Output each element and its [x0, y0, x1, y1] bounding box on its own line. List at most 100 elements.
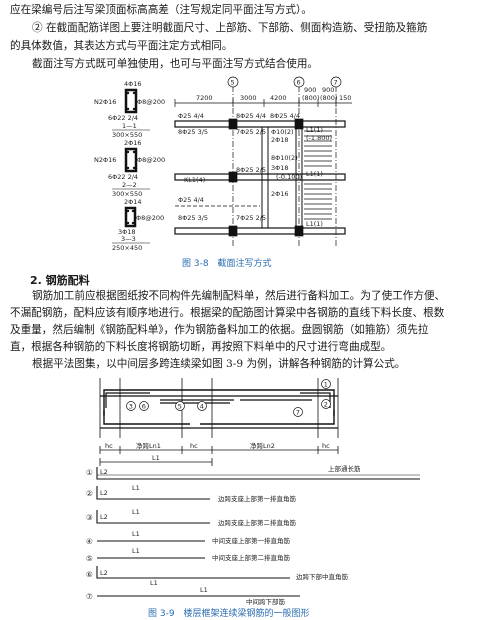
section-name: 2—2 — [122, 181, 137, 189]
svg-text:L1: L1 — [152, 454, 160, 462]
section-size: 300×550 — [112, 190, 142, 198]
svg-text:Φ25 4/4: Φ25 4/4 — [178, 112, 204, 120]
svg-text:(-1.800): (-1.800) — [306, 134, 332, 142]
rebar-number: ① — [86, 468, 93, 477]
section-side-bar: N2Φ16 — [94, 156, 116, 164]
svg-text:hc: hc — [190, 442, 198, 450]
section-bottom-bar: 6Φ22 2/4 — [108, 173, 138, 181]
svg-text:2Φ16: 2Φ16 — [271, 190, 289, 198]
svg-text:hc: hc — [105, 442, 113, 450]
section-stirrup: Φ8@200 — [137, 156, 165, 164]
svg-text:L2: L2 — [100, 513, 108, 521]
svg-text:8Φ25 2/5: 8Φ25 2/5 — [236, 166, 266, 174]
paragraph: 不漏配钢筋，配料应该有顺序地进行。根据梁的配筋图计算梁中各钢筋的直线下料长度、根… — [10, 307, 445, 319]
paragraph: 截面注写方式既可单独使用，也可与平面注写方式结合使用。 — [32, 58, 319, 70]
beam-elevation — [99, 378, 339, 466]
svg-text:②: ② — [86, 489, 93, 498]
svg-text:900: 900 — [322, 86, 334, 94]
svg-text:L1: L1 — [150, 579, 158, 587]
rebar-note: 边跨下部中直角筋 — [296, 572, 349, 581]
section-name: 1—1 — [122, 122, 137, 130]
svg-text:6: 6 — [297, 79, 301, 87]
plan-dimensions: 7200 3000 4200 900 900 (800) (800) 150 — [196, 86, 351, 102]
svg-text:900: 900 — [304, 86, 316, 94]
beam-plan — [174, 86, 352, 246]
svg-text:2: 2 — [324, 401, 328, 409]
svg-text:7: 7 — [334, 79, 338, 87]
svg-text:7Φ25 2/5: 7Φ25 2/5 — [236, 214, 266, 222]
rebar-note: 边跨支座上部第二排直角筋 — [218, 518, 297, 527]
svg-text:8Φ25 3/5: 8Φ25 3/5 — [178, 214, 208, 222]
svg-text:6: 6 — [142, 403, 146, 411]
svg-text:⑥: ⑥ — [86, 570, 93, 579]
svg-text:8Φ25 4/4: 8Φ25 4/4 — [236, 112, 266, 120]
rebar-bubbles: 1 2 3 4 5 6 7 — [126, 379, 331, 417]
section-heading: 2. 钢筋配料 — [30, 274, 90, 287]
section-side-bar: N2Φ16 — [94, 98, 116, 106]
svg-text:L1: L1 — [132, 484, 140, 492]
section-3-3: 2Φ14 Φ8@200 3Φ18 3—3 250×450 — [112, 198, 164, 252]
section-name: 3—3 — [121, 235, 136, 243]
svg-text:L2: L2 — [100, 489, 108, 497]
rebar-note: 上部通长筋 — [328, 464, 361, 473]
paragraph: 应在梁编号后注写梁顶面标高高差（注写规定同平面注写方式）。 — [10, 4, 312, 16]
section-1-1: 4Φ16 N2Φ16 Φ8@200 6Φ22 2/4 1—1 300×550 — [94, 80, 165, 139]
svg-text:3: 3 — [129, 403, 133, 411]
svg-text:4200: 4200 — [270, 94, 287, 102]
svg-text:净跨Ln2: 净跨Ln2 — [250, 441, 275, 450]
section-bottom-bar: 6Φ22 2/4 — [108, 114, 138, 122]
svg-text:Φ10(2): Φ10(2) — [271, 128, 294, 136]
svg-text:(800): (800) — [320, 94, 337, 102]
rebar-note: 中间支座上部第一排直角筋 — [212, 536, 291, 545]
svg-text:8Φ25 4/4: 8Φ25 4/4 — [270, 112, 300, 120]
svg-text:3000: 3000 — [240, 94, 257, 102]
svg-text:8Φ25 3/5: 8Φ25 3/5 — [178, 128, 208, 136]
dimension-labels: hc 净跨Ln1 hc 净跨Ln2 hc L1 — [105, 441, 330, 462]
svg-text:(800): (800) — [302, 94, 319, 102]
svg-text:L2: L2 — [100, 468, 108, 476]
svg-text:(-0.100): (-0.100) — [276, 173, 302, 181]
svg-text:150: 150 — [339, 94, 351, 102]
axis-bubbles: 5 6 7 — [227, 76, 342, 88]
svg-text:hc: hc — [322, 442, 330, 450]
section-stirrup: Φ8@200 — [137, 98, 165, 106]
svg-text:1: 1 — [324, 381, 328, 389]
svg-text:L2: L2 — [100, 569, 108, 577]
svg-text:⑦: ⑦ — [86, 592, 93, 601]
svg-text:2Φ18: 2Φ18 — [271, 136, 289, 144]
section-top-bar: 2Φ14 — [124, 198, 142, 206]
paragraph: 钢筋加工前应根据图纸按不同构件先编制配料单，然后进行备料加工。为了使工作方便、 — [32, 290, 446, 302]
rebar-items: ① L2 上部通长筋 ② L2 L1 边跨支座上部第一排直角筋 ③ L2 L1 … — [86, 464, 361, 606]
svg-text:5: 5 — [178, 403, 182, 411]
paragraph: 直，根据各种钢筋的下料长度将钢筋切断，再按照下料单中的尺寸进行弯曲成型。 — [10, 341, 392, 353]
svg-text:⑤: ⑤ — [86, 554, 93, 563]
section-top-bar: 4Φ16 — [124, 80, 142, 88]
svg-text:L1: L1 — [200, 586, 208, 594]
figure-caption: 图 3-8 截面注写方式 — [182, 259, 272, 269]
svg-text:L1: L1 — [132, 530, 140, 538]
paragraph: 及重量，然后编制《钢筋配料单》，作为钢筋备料加工的依据。盘圆钢筋（如箍筋）须先拉 — [10, 324, 429, 336]
svg-text:4: 4 — [200, 403, 204, 411]
svg-text:L1: L1 — [132, 508, 140, 516]
section-size: 250×450 — [112, 244, 142, 252]
svg-text:L1(1): L1(1) — [306, 126, 323, 134]
rebar-note: 边跨支座上部第一排直角筋 — [218, 494, 297, 503]
rebar-note: 中间支座上部第二排直角筋 — [212, 553, 291, 562]
svg-text:Φ25 4/4: Φ25 4/4 — [178, 196, 204, 204]
section-stirrup: Φ8@200 — [136, 214, 164, 222]
figure-3-8: 4Φ16 N2Φ16 Φ8@200 6Φ22 2/4 1—1 300×550 2… — [94, 76, 352, 252]
svg-text:8Φ10(2): 8Φ10(2) — [271, 154, 298, 162]
rebar-note: 中间跨下部筋 — [246, 597, 286, 606]
svg-text:KL1(4): KL1(4) — [184, 176, 205, 184]
section-size: 300×550 — [112, 131, 142, 139]
section-top-bar: 2Φ16 — [124, 139, 142, 147]
section-bottom-bar: 3Φ18 — [118, 228, 136, 236]
svg-text:7: 7 — [296, 409, 300, 417]
section-2-2: 2Φ16 N2Φ16 Φ8@200 6Φ22 2/4 2—2 300×550 — [94, 139, 165, 198]
svg-text:④: ④ — [86, 537, 93, 546]
svg-text:③: ③ — [86, 513, 93, 522]
svg-text:5: 5 — [231, 79, 235, 87]
svg-text:L1: L1 — [132, 547, 140, 555]
svg-text:7Φ25 2/5: 7Φ25 2/5 — [236, 128, 266, 136]
paragraph: 的具体数值，其表达方式与平面注定方式相同。 — [10, 40, 233, 52]
